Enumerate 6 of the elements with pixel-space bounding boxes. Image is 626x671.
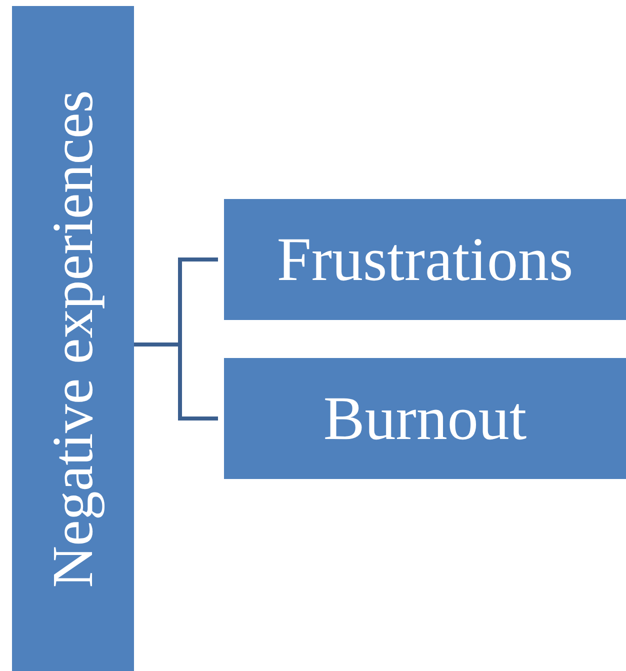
category-box <box>224 358 626 479</box>
category-label: Frustrations <box>276 228 574 290</box>
category-bar <box>12 6 134 671</box>
category-label: Burnout <box>323 388 527 450</box>
category-box <box>224 199 626 320</box>
category-label: Negative experiences <box>44 90 102 588</box>
